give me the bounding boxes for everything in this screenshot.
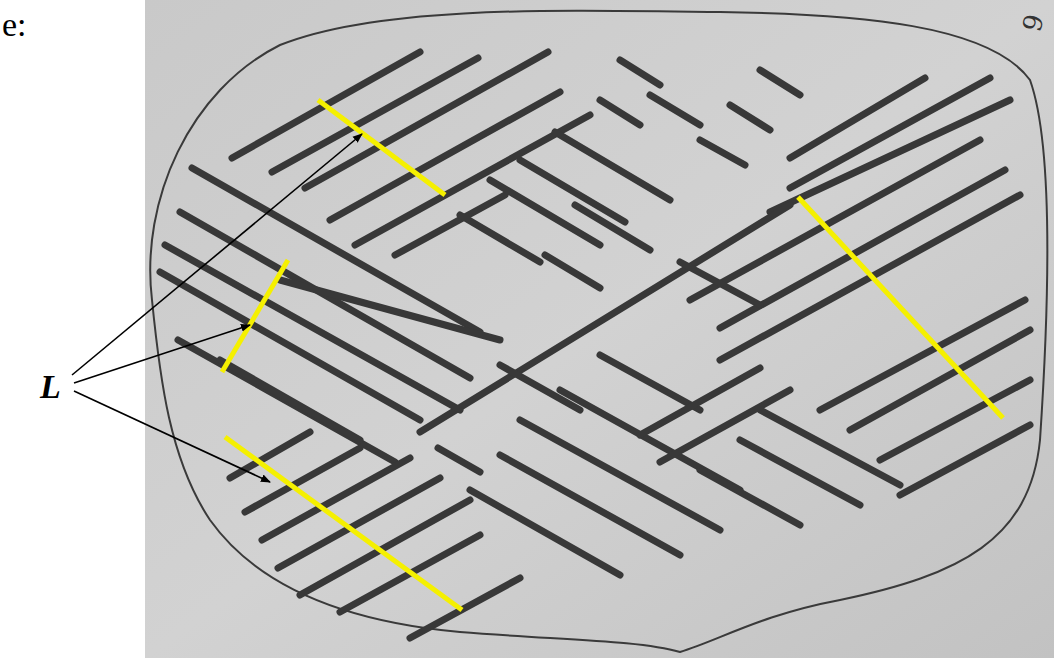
grain-outline xyxy=(150,11,1047,652)
caption-fragment: e: xyxy=(2,6,27,44)
leader-arrows xyxy=(72,134,362,482)
lamellae xyxy=(160,52,1030,638)
measure-lines xyxy=(222,100,1003,610)
photo-ground xyxy=(145,0,1054,658)
dimension-label: L xyxy=(40,368,61,406)
